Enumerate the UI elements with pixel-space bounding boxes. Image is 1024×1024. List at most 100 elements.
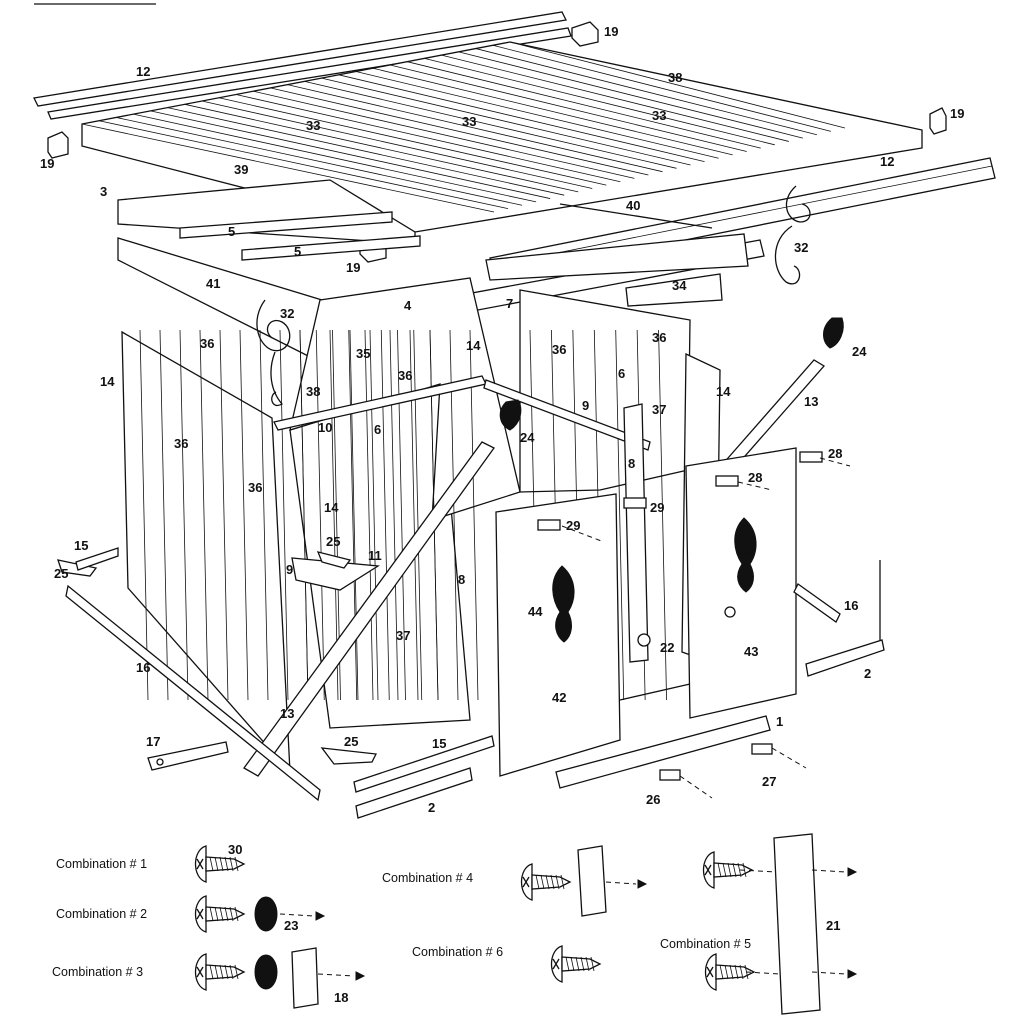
label-16a: 16 bbox=[136, 660, 150, 675]
door-handle-42 bbox=[552, 565, 575, 643]
screw-icon bbox=[194, 895, 246, 933]
label-35: 35 bbox=[356, 346, 370, 361]
roof-assembly bbox=[33, 11, 996, 279]
label-36e: 36 bbox=[174, 436, 188, 451]
screw-icon bbox=[194, 845, 246, 883]
combination-5-label: Combination # 5 bbox=[660, 937, 751, 951]
part-number-labels: 12 12 19 19 19 19 38 33 33 33 39 3 5 5 4… bbox=[40, 24, 964, 1005]
label-2a: 2 bbox=[864, 666, 871, 681]
plate-combination-4 bbox=[577, 845, 607, 917]
combination-2-label: Combination # 2 bbox=[56, 907, 147, 921]
label-33a: 33 bbox=[306, 118, 320, 133]
part-27 bbox=[751, 743, 773, 755]
label-20: 19 bbox=[950, 106, 964, 121]
combination-4-label: Combination # 4 bbox=[382, 871, 473, 885]
label-18: 18 bbox=[334, 990, 348, 1005]
label-4: 4 bbox=[404, 298, 412, 313]
label-9a: 9 bbox=[582, 398, 589, 413]
label-5a: 5 bbox=[228, 224, 235, 239]
lockwasher-c3 bbox=[254, 954, 278, 990]
base-rail-15-left bbox=[75, 547, 119, 571]
screw-icon bbox=[520, 863, 572, 901]
label-23: 23 bbox=[284, 918, 298, 933]
corner-bracket-19-top bbox=[571, 21, 599, 47]
label-6a: 6 bbox=[618, 366, 625, 381]
purlin-5-a bbox=[179, 211, 393, 239]
label-33c: 33 bbox=[652, 108, 666, 123]
part-17 bbox=[147, 741, 229, 771]
label-37a: 37 bbox=[652, 402, 666, 417]
hinge-29-a bbox=[537, 519, 561, 531]
label-25c: 25 bbox=[344, 734, 358, 749]
rail-9 bbox=[483, 379, 651, 451]
latch-24-mid bbox=[499, 399, 522, 431]
label-13a: 13 bbox=[804, 394, 818, 409]
hinge-29-b bbox=[623, 497, 647, 509]
label-21: 21 bbox=[826, 918, 840, 933]
front-header-upper bbox=[485, 233, 749, 281]
base-rail-15-front bbox=[353, 735, 495, 793]
label-7: 7 bbox=[506, 296, 513, 311]
label-12b: 12 bbox=[880, 154, 894, 169]
label-12: 12 bbox=[136, 64, 150, 79]
door-knob bbox=[724, 606, 736, 618]
label-25b: 25 bbox=[54, 566, 68, 581]
label-2b: 2 bbox=[428, 800, 435, 815]
label-9b: 9 bbox=[286, 562, 293, 577]
label-28b: 28 bbox=[748, 470, 762, 485]
purlin-5-b bbox=[241, 235, 421, 261]
clip-25-mid bbox=[316, 551, 352, 569]
label-11: 11 bbox=[368, 548, 382, 563]
label-40: 40 bbox=[626, 198, 640, 213]
part-22 bbox=[637, 633, 651, 647]
label-14b: 14 bbox=[466, 338, 481, 353]
label-32: 32 bbox=[794, 240, 808, 255]
part-26 bbox=[659, 769, 681, 781]
screw-icon bbox=[704, 953, 756, 991]
base-rail-16-right bbox=[793, 583, 841, 623]
base-rail-2-front bbox=[355, 767, 473, 819]
label-19b: 19 bbox=[346, 260, 360, 275]
label-15a: 15 bbox=[74, 538, 88, 553]
label-16b: 16 bbox=[844, 598, 858, 613]
base-rail-2-right bbox=[805, 639, 885, 677]
label-38b: 38 bbox=[306, 384, 320, 399]
hardware bbox=[57, 317, 851, 799]
screw-icon bbox=[550, 945, 602, 983]
corner-bracket-20-left bbox=[47, 131, 69, 159]
label-37b: 37 bbox=[396, 628, 410, 643]
label-30: 30 bbox=[228, 842, 242, 857]
label-22: 22 bbox=[660, 640, 674, 655]
base-rail-16-left bbox=[65, 584, 321, 802]
screw-icon bbox=[194, 953, 246, 991]
label-39: 39 bbox=[234, 162, 248, 177]
roof-rail-back bbox=[33, 11, 567, 107]
label-24b: 24 bbox=[520, 430, 535, 445]
corner-bracket-20-right bbox=[929, 107, 947, 135]
screw-icon bbox=[702, 851, 754, 889]
label-36f: 36 bbox=[248, 480, 262, 495]
label-44a: 44 bbox=[740, 544, 755, 559]
label-19: 19 bbox=[604, 24, 618, 39]
back-right-wall-panel bbox=[519, 289, 691, 493]
doors bbox=[495, 447, 797, 777]
structural-members bbox=[243, 359, 826, 777]
label-5b: 5 bbox=[294, 244, 301, 259]
roof-rail-back-lower bbox=[47, 27, 572, 120]
post-8 bbox=[623, 403, 649, 663]
beam-34 bbox=[625, 273, 723, 307]
combination-6-label: Combination # 6 bbox=[412, 945, 503, 959]
label-26: 26 bbox=[646, 792, 660, 807]
label-3: 3 bbox=[100, 184, 107, 199]
plate-21 bbox=[773, 833, 821, 1015]
label-36b: 36 bbox=[398, 368, 412, 383]
label-42: 42 bbox=[552, 690, 566, 705]
label-15b: 15 bbox=[432, 736, 446, 751]
fastener-combinations bbox=[194, 833, 858, 1015]
label-32b: 32 bbox=[280, 306, 294, 321]
label-38: 38 bbox=[668, 70, 682, 85]
ledge-11 bbox=[291, 557, 380, 591]
label-36c: 36 bbox=[552, 342, 566, 357]
brace-13-front bbox=[243, 441, 495, 777]
